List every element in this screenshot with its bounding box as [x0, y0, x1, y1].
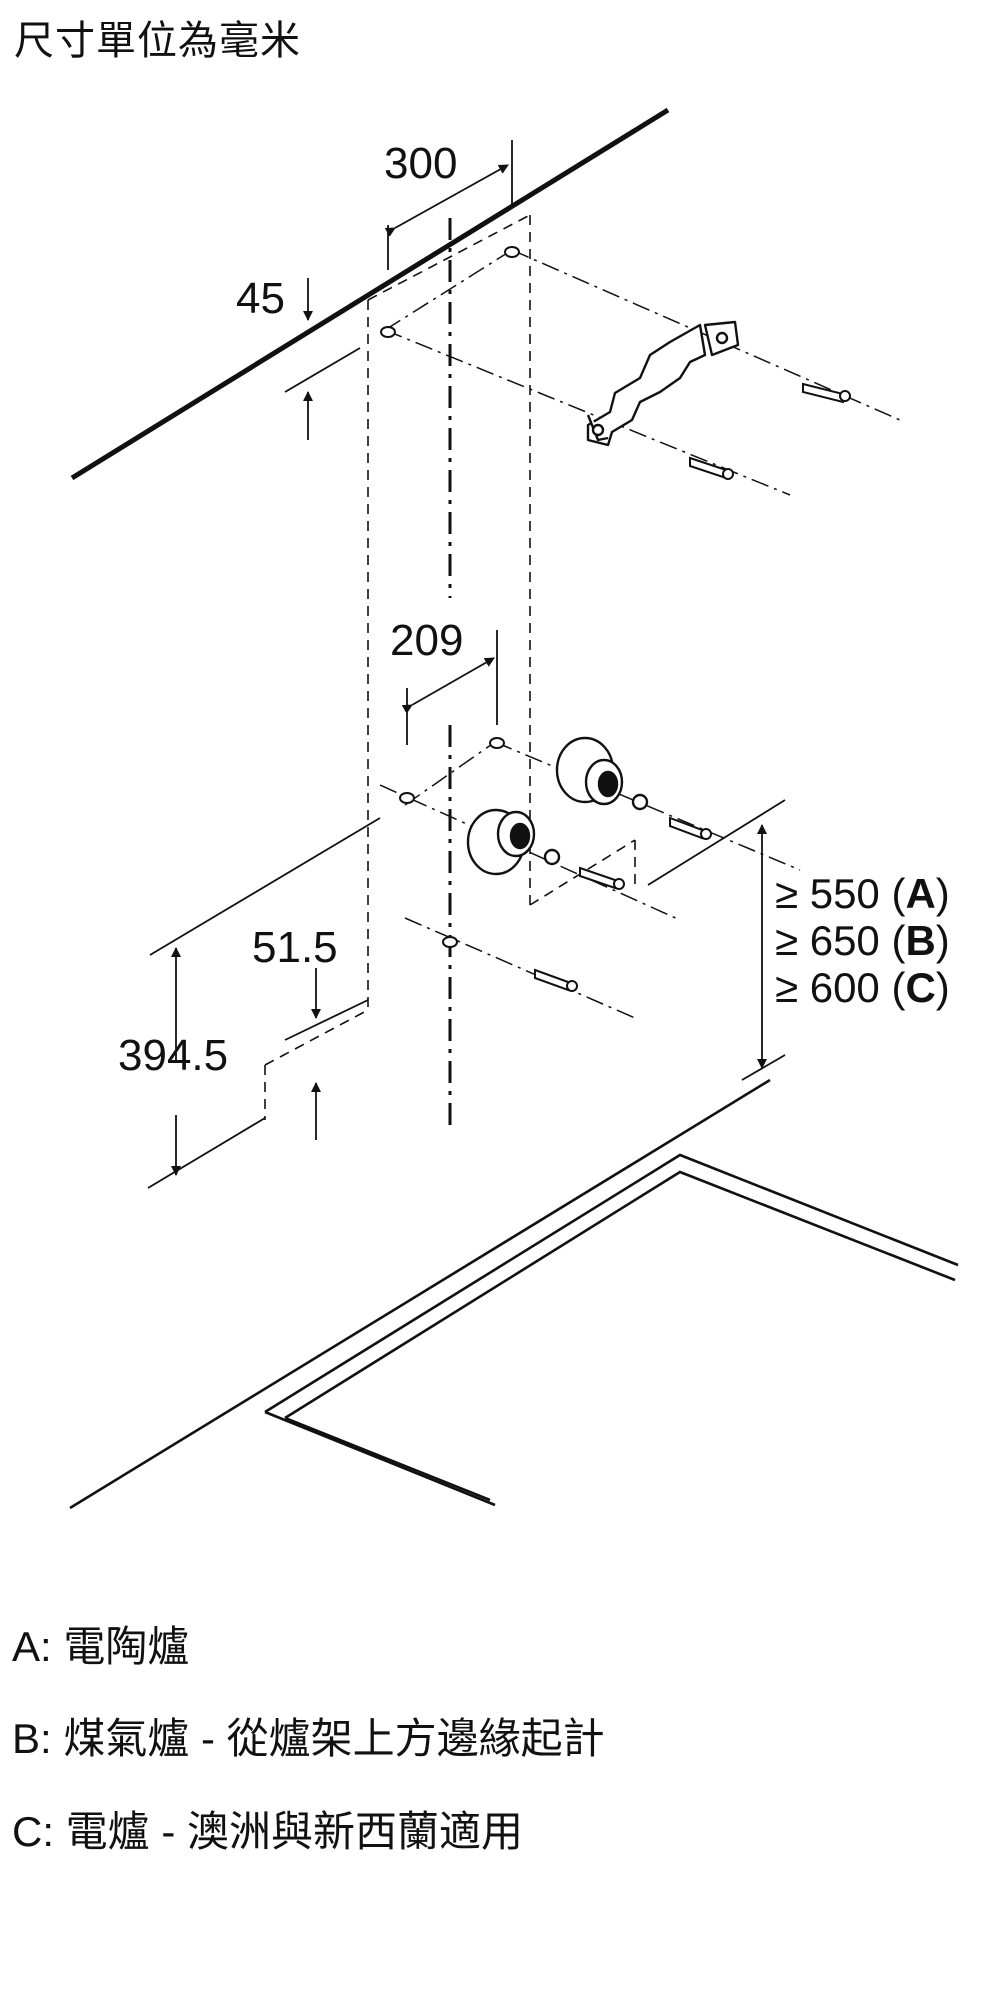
dim-300 [384, 140, 513, 270]
dim-209-label: 209 [390, 616, 463, 665]
clearance-c: ≥ 600 (C) [775, 964, 950, 1011]
dim-394-5 [147, 817, 381, 1189]
dim-45-label: 45 [236, 274, 285, 323]
mounting-bracket [586, 320, 740, 447]
hob-outline [69, 1078, 959, 1510]
dim-209 [401, 630, 498, 745]
dim-45 [284, 278, 361, 440]
dim-clearance [647, 799, 786, 1081]
dim-394-5-label: 394.5 [118, 1031, 228, 1080]
legend-a: A: 電陶爐 [12, 1623, 190, 1670]
wall-plugs [466, 736, 649, 876]
upper-guide-lines [384, 249, 901, 496]
dim-51-5 [284, 968, 369, 1140]
legend-b: B: 煤氣爐 - 從爐架上方邊緣起計 [12, 1715, 605, 1762]
installation-diagram: 300 45 [69, 107, 959, 1510]
upper-screws [689, 382, 851, 480]
dim-51-5-label: 51.5 [252, 923, 338, 972]
dim-300-label: 300 [384, 139, 457, 188]
lower-screws [534, 816, 712, 992]
clearance-a: ≥ 550 (A) [775, 870, 950, 917]
ceiling-line [70, 107, 670, 481]
lower-screw-holes [399, 737, 505, 948]
lower-guide-lines [379, 741, 801, 1019]
chimney-outline [264, 214, 636, 1120]
upper-screw-holes [380, 246, 520, 338]
clearance-b: ≥ 650 (B) [775, 917, 950, 964]
page-title: 尺寸單位為毫米 [14, 19, 301, 63]
legend-c: C: 電爐 - 澳洲與新西蘭適用 [12, 1808, 523, 1855]
